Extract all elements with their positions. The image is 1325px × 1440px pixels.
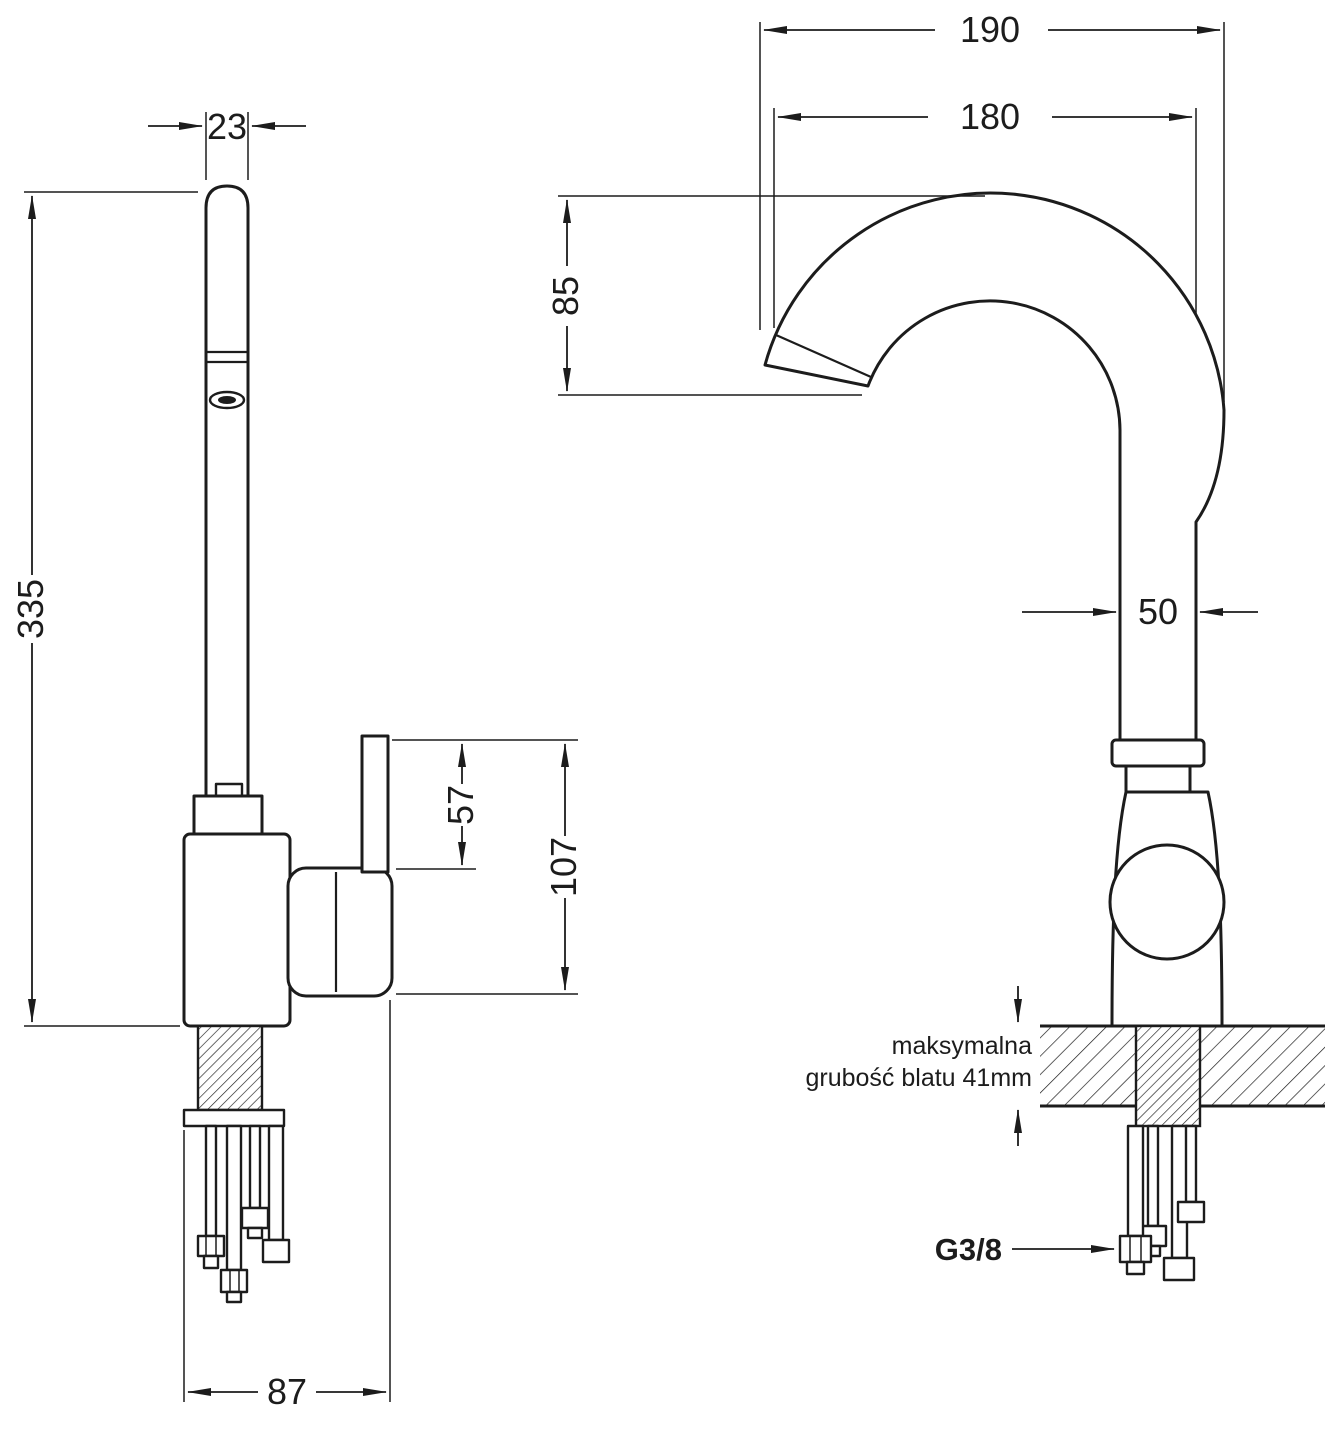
side-aerator-hole (218, 396, 236, 404)
front-handle-knob (1108, 843, 1226, 961)
dim-overall-reach-label: 190 (960, 9, 1020, 50)
side-handle-mount (286, 866, 394, 998)
dim-spout-reach: 180 (773, 96, 1197, 328)
side-handle-lever (360, 734, 390, 874)
dim-spout-drop-label: 85 (545, 276, 586, 316)
front-joint (1110, 738, 1206, 768)
side-faucet-body (182, 184, 394, 1304)
side-mounting-hardware (196, 1124, 291, 1304)
front-neck (1124, 764, 1192, 794)
side-collar-tab (214, 782, 244, 798)
dim-column-width: 50 (1022, 591, 1258, 632)
front-mounting-hardware (1118, 1124, 1206, 1282)
counter-note-line2: grubość blatu 41mm (805, 1064, 1032, 1092)
thread-size-callout: G3/8 (935, 1232, 1115, 1267)
front-spout-tip-band (775, 333, 872, 379)
dim-spout-diameter-label: 23 (207, 106, 247, 147)
thread-size-label: G3/8 (935, 1232, 1002, 1267)
front-swan-neck (763, 191, 1226, 744)
side-collar (192, 794, 264, 838)
dim-handle-height: 57 (392, 739, 578, 870)
front-view: 190 180 85 50 maksymalna (545, 9, 1325, 1282)
side-spout-pipe (204, 184, 250, 808)
side-body (182, 832, 292, 1028)
dim-total-height-label: 335 (10, 579, 51, 639)
dim-spout-diameter: 23 (148, 106, 306, 180)
dim-total-height: 335 (10, 191, 198, 1027)
dim-base-depth: 87 (183, 1000, 391, 1412)
front-threaded-stud (1134, 1024, 1202, 1128)
front-faucet-body (763, 191, 1226, 1282)
counter-note-line1: maksymalna (892, 1032, 1032, 1060)
dim-spout-drop: 85 (545, 195, 985, 396)
dim-body-height-label: 107 (543, 837, 584, 897)
dim-overall-reach: 190 (759, 9, 1225, 402)
dim-handle-height-label: 57 (440, 785, 481, 825)
side-flange (182, 1108, 286, 1128)
dim-spout-reach-label: 180 (960, 96, 1020, 137)
dim-body-height: 107 (396, 743, 584, 995)
side-threaded-stud (196, 1024, 264, 1112)
counter-thickness-note: maksymalna grubość blatu 41mm (805, 986, 1032, 1146)
dim-base-depth-label: 87 (267, 1371, 307, 1412)
dim-column-width-label: 50 (1138, 591, 1178, 632)
g38-connector-nut (1118, 1234, 1153, 1264)
side-view: 23 335 57 107 (10, 106, 584, 1412)
